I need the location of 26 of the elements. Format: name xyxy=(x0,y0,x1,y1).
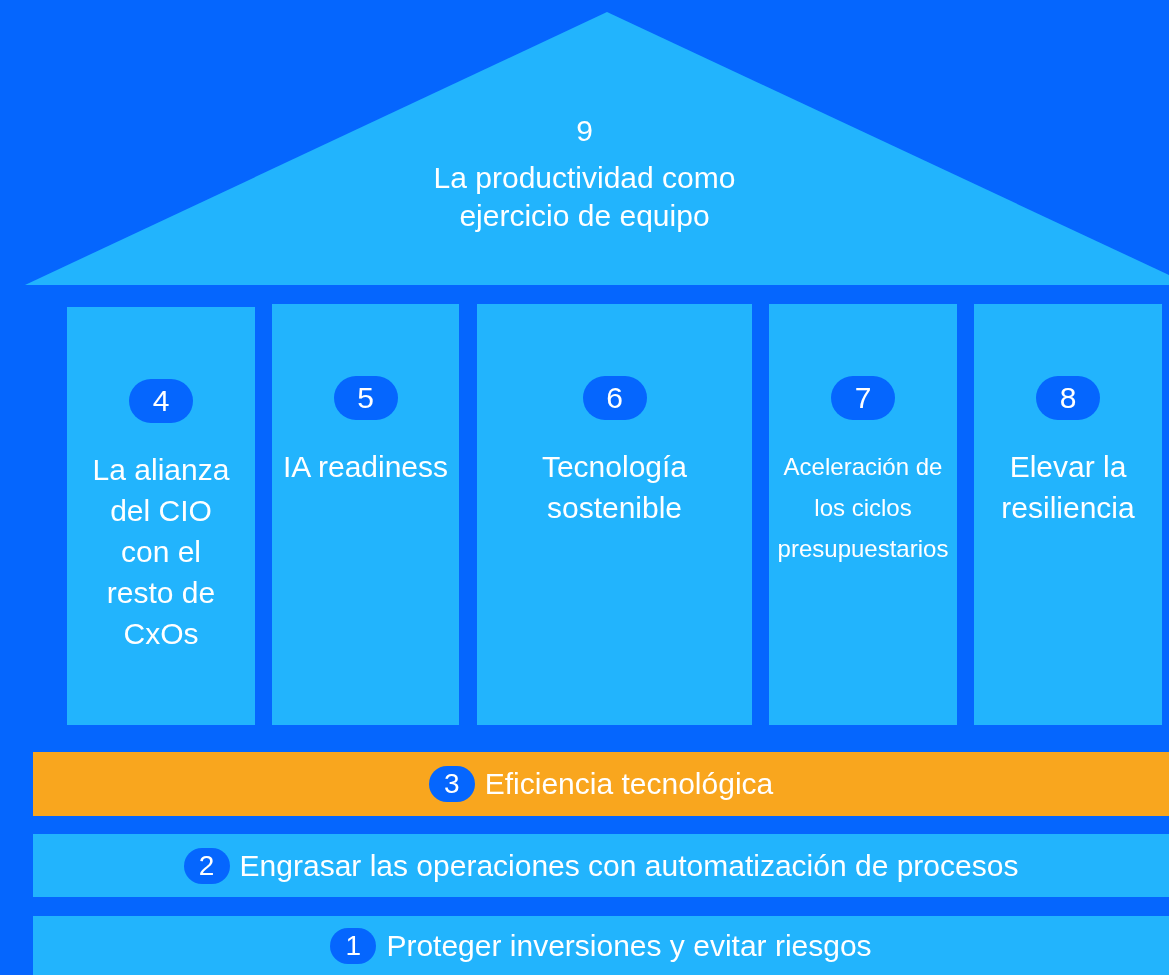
pillar-box xyxy=(67,307,255,725)
pillar-box xyxy=(477,304,752,725)
number-badge: 1 xyxy=(330,927,377,964)
foundation-band xyxy=(33,834,1169,897)
number-badge: 8 xyxy=(1036,376,1100,420)
foundation-band xyxy=(33,916,1169,975)
pillar-title: IA readiness xyxy=(281,449,450,485)
pillar-title: Tecnología sostenible xyxy=(540,449,689,526)
number-badge: 7 xyxy=(831,376,895,420)
pillar-box xyxy=(769,304,957,725)
pillar-title: Elevar la resiliencia xyxy=(1000,449,1136,526)
number-badge: 6 xyxy=(582,376,647,420)
band-title: Eficiencia tecnológica xyxy=(484,767,774,801)
number-badge: 5 xyxy=(333,376,398,420)
band-title: Proteger inversiones y evitar riesgos xyxy=(386,928,872,963)
section-title: La productividad como ejercicio de equipo xyxy=(432,160,737,234)
highlighted-band xyxy=(33,752,1169,816)
pillar-box xyxy=(974,304,1162,725)
number-badge: 3 xyxy=(428,766,475,802)
pillar-title: La alianza del CIO con el resto de CxOs xyxy=(91,452,231,652)
pillar-box xyxy=(272,304,459,725)
number-badge: 2 xyxy=(183,847,230,884)
section-number: 9 xyxy=(575,113,594,149)
pillar-title: Aceleración de los ciclos presupuestarios xyxy=(776,452,950,564)
band-title: Engrasar las operaciones con automatización de procesos xyxy=(239,848,1019,883)
number-badge: 4 xyxy=(129,379,193,423)
